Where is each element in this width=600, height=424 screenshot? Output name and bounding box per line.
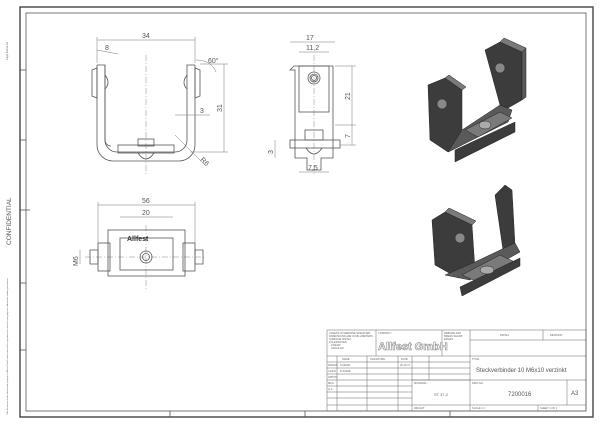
row-name: K.DEINK xyxy=(340,363,351,367)
dim-34: 34 xyxy=(142,33,150,40)
header-name: NAME xyxy=(342,357,350,361)
title-block: UNLESS OTHERWISE SPECIFIED: DIMENSIONS A… xyxy=(326,329,587,412)
tolerance-note: SURFACE FINISH: xyxy=(329,337,351,341)
isometric-view-2 xyxy=(431,184,521,297)
dim-31: 31 xyxy=(217,104,224,112)
dim-21: 21 xyxy=(345,92,352,100)
dim-7: 7 xyxy=(345,134,352,138)
company-label: COMPANY: xyxy=(378,331,392,335)
dim-r6: R6 xyxy=(199,156,210,167)
row-date: 30.10.17 xyxy=(400,363,411,367)
tolerance-note: DIMENSIONS ARE IN MILLIMETERS xyxy=(329,334,373,338)
dim-m6: M6 xyxy=(73,256,80,266)
dwg-no-label: DWG NO. xyxy=(472,381,484,385)
zone-ticks xyxy=(20,69,451,417)
finish-label: FINISH: xyxy=(500,333,510,337)
top-view: Allfest 56 20 M6 xyxy=(73,198,205,290)
tolerance-note: TOLERANCES: xyxy=(329,340,348,344)
row-role: APPV'D xyxy=(328,375,337,379)
side-view: 17 11,2 21 7 3 7,5 xyxy=(268,35,356,175)
page-format-note: Page format A3 xyxy=(5,42,9,60)
row-role: Q.A xyxy=(328,387,333,391)
dim-20: 20 xyxy=(142,210,150,217)
row-name: D.AGRIE xyxy=(340,369,351,373)
outer-frame xyxy=(19,6,594,418)
dim-3: 3 xyxy=(200,108,204,115)
material-value: ST 37-2 xyxy=(434,392,449,397)
tolerance-note: LINEAR: xyxy=(331,343,341,347)
isometric-view-1 xyxy=(427,37,527,163)
header-signature: SIGNATURE xyxy=(370,357,385,361)
tolerance-note: ANGULAR: xyxy=(331,346,345,350)
tolerance-note: UNLESS OTHERWISE SPECIFIED: xyxy=(329,331,371,335)
revision-label: REVISION xyxy=(550,333,563,337)
sheet-number: SHEET 1 OF 1 xyxy=(540,406,558,410)
dim-7-5: 7,5 xyxy=(308,165,318,172)
scale: SCALE:1:1 xyxy=(472,406,485,410)
dim-17: 17 xyxy=(306,35,314,42)
drawing-title: Steckverbinder 10 M6x10 verzinkt xyxy=(476,368,567,374)
header-date: DATE xyxy=(401,357,408,361)
inner-frame xyxy=(25,12,587,412)
dim-3-side: 3 xyxy=(268,150,275,154)
dim-60deg: 60° xyxy=(208,57,219,65)
company-name: Allfest GmbH xyxy=(378,341,448,353)
dim-8: 8 xyxy=(105,45,109,52)
dim-11-2: 11,2 xyxy=(306,45,319,52)
confidential-label: CONFIDENTIAL xyxy=(6,197,13,245)
row-role: CHK'D xyxy=(328,369,336,373)
deburr-note: EDGES xyxy=(444,337,453,341)
copyright-note: This document is the intellectual proper… xyxy=(6,277,9,415)
row-role: DRAWN xyxy=(328,363,338,367)
title-label: TITLE: xyxy=(472,357,480,361)
deburr-note: DEBURR AND xyxy=(444,331,461,335)
front-view: 34 8 60° 31 3 R6 xyxy=(91,33,228,175)
deburr-note: BREAK SHARP xyxy=(444,334,463,338)
sheet-size: A3 xyxy=(571,391,579,397)
dwg-no: 7200016 xyxy=(508,392,532,398)
allfest-marking: Allfest xyxy=(127,236,149,243)
dim-56: 56 xyxy=(142,198,150,205)
material-label: MATERIAL: xyxy=(414,381,428,385)
weight-label: WEIGHT: xyxy=(414,406,425,410)
row-role: MFG xyxy=(328,381,334,385)
